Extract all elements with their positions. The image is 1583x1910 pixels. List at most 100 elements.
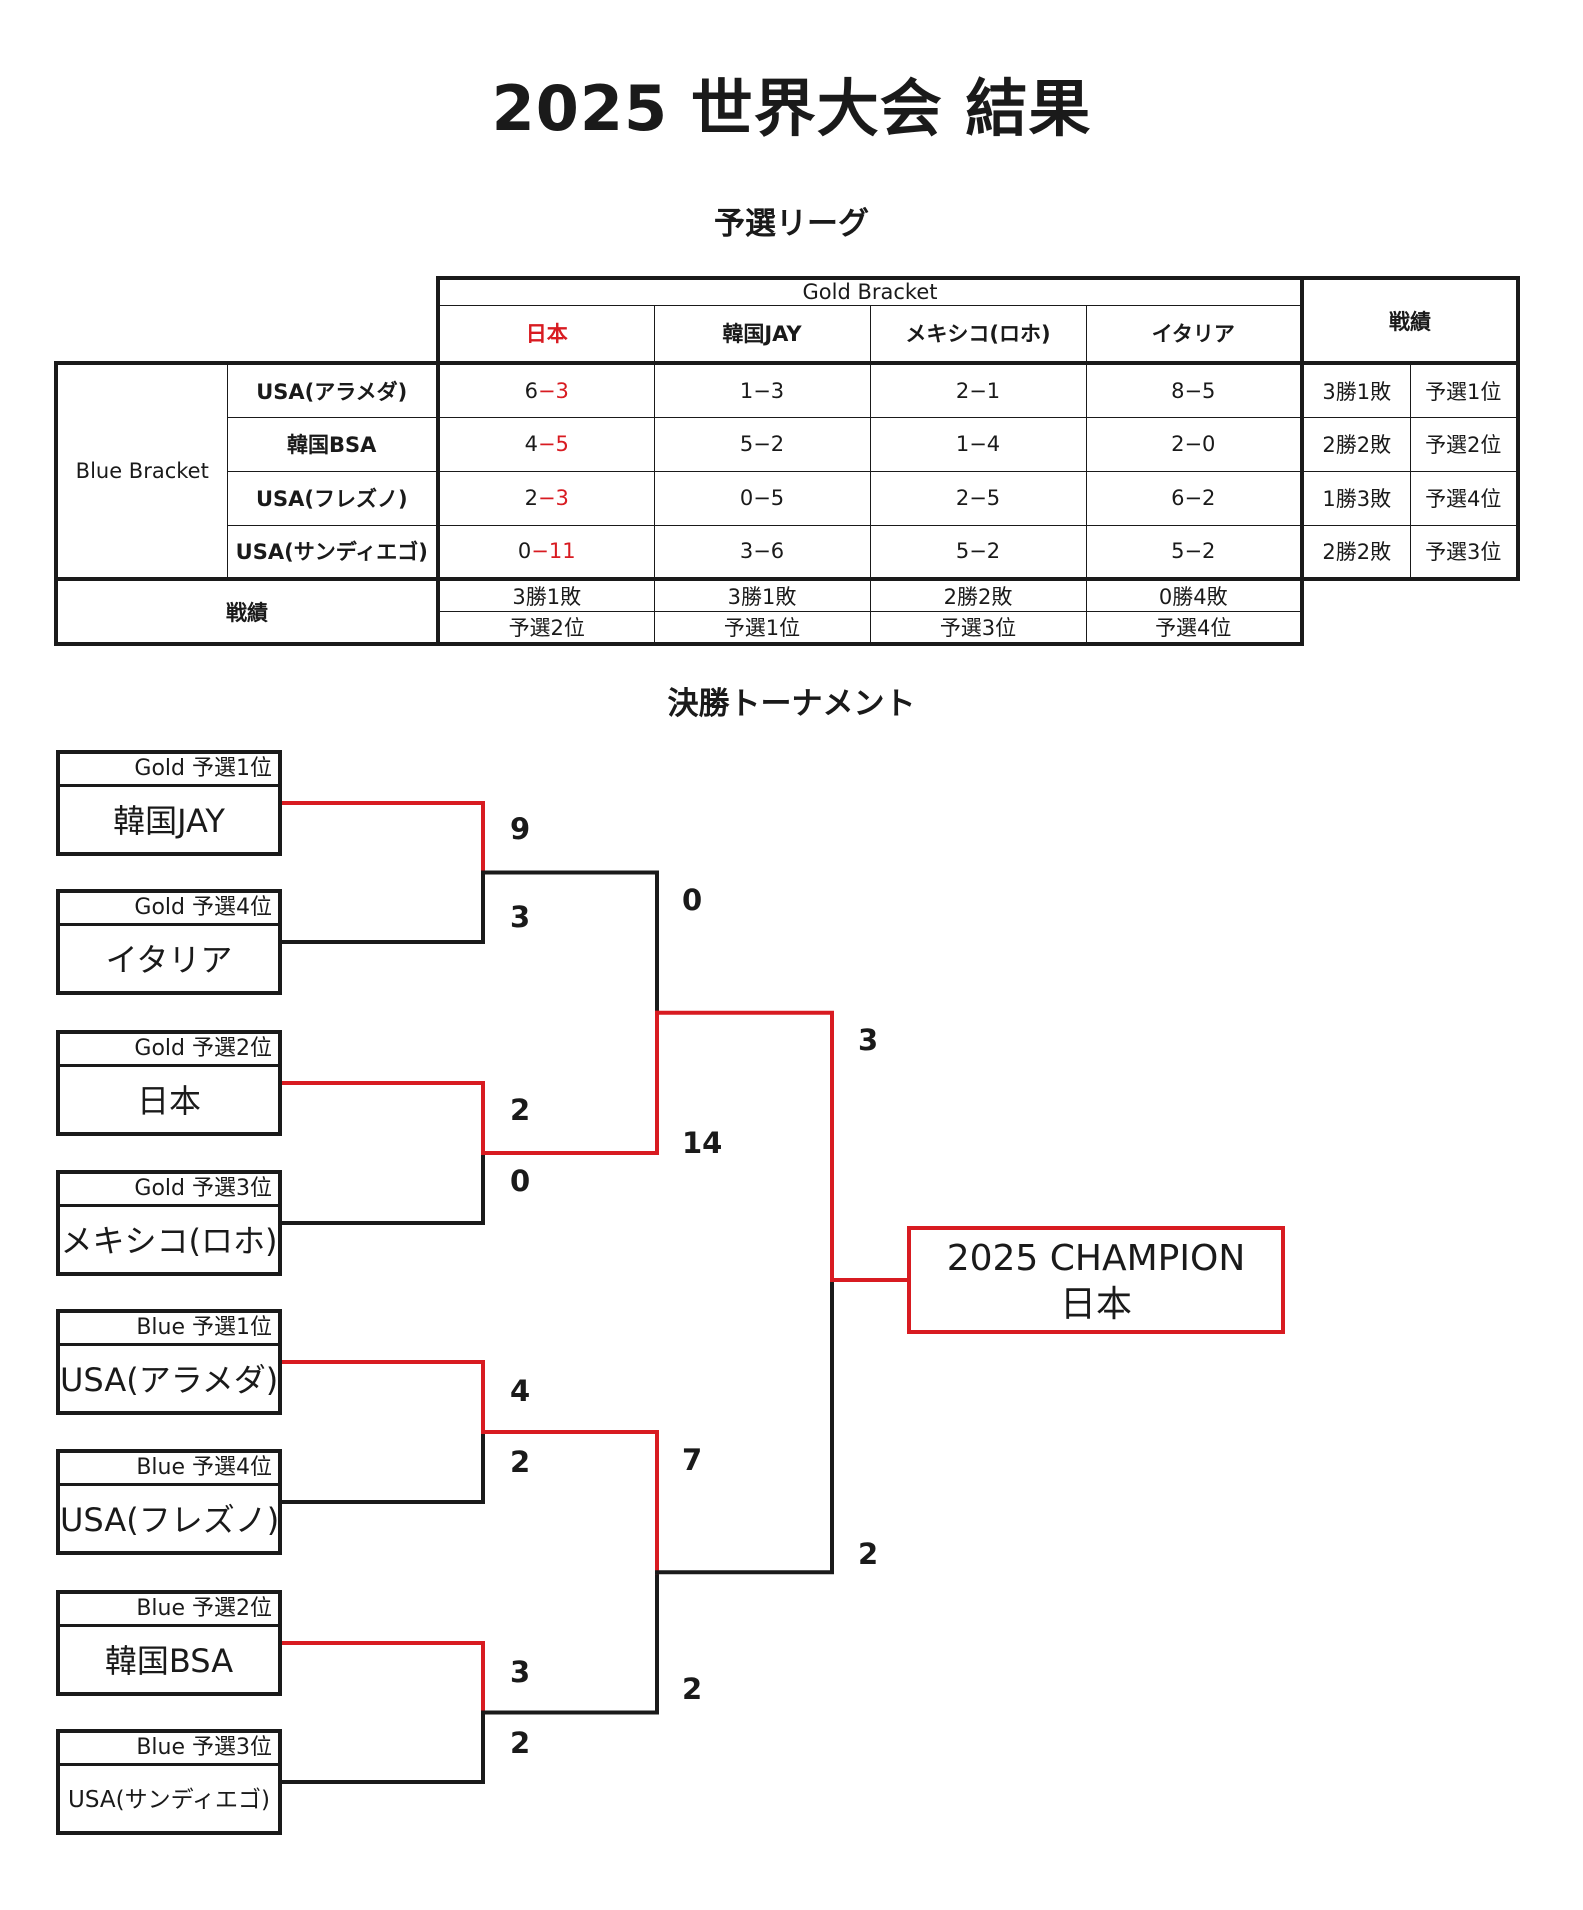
bracket-line bbox=[280, 1151, 485, 1225]
round1-score: 2 bbox=[510, 1726, 531, 1760]
bracket-line bbox=[481, 1570, 659, 1715]
round2-score: 7 bbox=[682, 1443, 703, 1477]
match-score: 2−0 bbox=[1085, 416, 1303, 472]
gold-score: 4 bbox=[986, 432, 1001, 456]
team-name: メキシコ(ロホ) bbox=[60, 1222, 278, 1260]
match-score: 4−5 bbox=[436, 416, 655, 472]
seed-label: Gold 予選2位 bbox=[60, 1034, 278, 1067]
gold-score: 3 bbox=[555, 486, 569, 510]
team-name: 日本 bbox=[136, 1082, 201, 1120]
seed-label: Gold 予選4位 bbox=[60, 893, 278, 926]
score-dash: − bbox=[537, 432, 556, 456]
blue-score: 2 bbox=[524, 486, 538, 510]
match-score: 0−11 bbox=[436, 524, 655, 581]
seed-label: Gold 予選1位 bbox=[60, 754, 278, 787]
gold-score: 2 bbox=[1202, 486, 1216, 510]
score-dash: − bbox=[531, 539, 549, 564]
team-name: USA(アラメダ) bbox=[60, 1361, 278, 1399]
match-score: 5−2 bbox=[869, 524, 1087, 581]
score-dash: − bbox=[753, 486, 771, 510]
round2-score: 14 bbox=[682, 1126, 723, 1160]
gold-score: 0 bbox=[1202, 432, 1216, 456]
round1-score: 9 bbox=[510, 812, 531, 846]
bracket-line bbox=[481, 870, 659, 1015]
blue-score: 4 bbox=[524, 432, 538, 456]
score-dash: − bbox=[1184, 486, 1203, 510]
league-table: Gold Bracket 戦績 日本 韓国JAY メキシコ(ロホ) イタリア B… bbox=[54, 276, 1520, 646]
gold-score: 5 bbox=[770, 486, 785, 510]
team-name: USA(フレズノ) bbox=[60, 1501, 278, 1539]
match-score: 2−5 bbox=[869, 470, 1087, 526]
winner-line bbox=[280, 801, 485, 875]
final-score: 2 bbox=[858, 1537, 879, 1571]
match-score: 6−3 bbox=[436, 361, 655, 418]
round1-score: 0 bbox=[510, 1164, 531, 1198]
blue-score: 1 bbox=[739, 378, 754, 403]
gold-score: 3 bbox=[770, 378, 785, 403]
seed-label: Blue 予選4位 bbox=[60, 1453, 278, 1486]
blue-score: 2 bbox=[955, 486, 970, 510]
gold-score: 1 bbox=[986, 378, 1001, 403]
match-score: 1−3 bbox=[653, 361, 871, 418]
gold-score: 6 bbox=[770, 539, 785, 564]
round1-score: 2 bbox=[510, 1093, 531, 1127]
gold-score: 2 bbox=[986, 539, 1001, 564]
champion-team: 日本 bbox=[1059, 1284, 1132, 1325]
score-dash: − bbox=[753, 539, 771, 564]
match-score: 5−2 bbox=[653, 416, 871, 472]
blue-score: 5 bbox=[739, 432, 754, 456]
blue-team-name: 韓国BSA bbox=[226, 416, 439, 472]
blue-rank: 予選4位 bbox=[1409, 470, 1520, 526]
champion-box: 2025 CHAMPION 日本 bbox=[907, 1226, 1285, 1334]
winner-line bbox=[481, 1010, 659, 1155]
winner-line bbox=[280, 1081, 485, 1155]
gold-score: 2 bbox=[770, 432, 785, 456]
bracket-line bbox=[280, 1710, 485, 1784]
blue-score: 3 bbox=[739, 539, 754, 564]
gold-score: 5 bbox=[986, 486, 1001, 510]
blue-score: 6 bbox=[1171, 486, 1185, 510]
blue-score: 2 bbox=[1171, 432, 1185, 456]
team-name: 韓国BSA bbox=[104, 1642, 234, 1680]
blue-team-name: USA(アラメダ) bbox=[226, 361, 439, 418]
score-dash: − bbox=[1184, 378, 1203, 403]
gold-record: 0勝4敗 bbox=[1085, 577, 1304, 612]
gold-record-label: 戦績 bbox=[54, 577, 439, 646]
score-dash: − bbox=[969, 539, 987, 564]
gold-team-header: イタリア bbox=[1085, 304, 1303, 365]
blue-rank: 予選3位 bbox=[1409, 524, 1520, 581]
gold-score: 3 bbox=[555, 378, 569, 403]
score-dash: − bbox=[1184, 432, 1203, 456]
round1-score: 3 bbox=[510, 900, 531, 934]
gold-rank: 予選4位 bbox=[1085, 611, 1304, 646]
bracket-line bbox=[280, 1430, 485, 1504]
blue-rank: 予選2位 bbox=[1409, 416, 1520, 472]
gold-score: 11 bbox=[548, 539, 576, 564]
blue-team-name: USA(サンディエゴ) bbox=[226, 524, 439, 581]
gold-team-header: メキシコ(ロホ) bbox=[869, 304, 1087, 365]
gold-score: 2 bbox=[1202, 539, 1216, 564]
team-name: 韓国JAY bbox=[113, 802, 225, 840]
seed-label: Blue 予選2位 bbox=[60, 1594, 278, 1627]
tournament-heading: 決勝トーナメント bbox=[667, 686, 916, 722]
blue-score: 0 bbox=[517, 539, 532, 564]
blue-team-name: USA(フレズノ) bbox=[226, 470, 439, 526]
score-dash: − bbox=[537, 486, 556, 510]
gold-score: 5 bbox=[1202, 378, 1216, 403]
champion-label: 2025 CHAMPION bbox=[946, 1238, 1246, 1279]
match-score: 3−6 bbox=[653, 524, 871, 581]
round2-score: 0 bbox=[682, 883, 703, 917]
gold-record: 3勝1敗 bbox=[653, 577, 871, 612]
match-score: 8−5 bbox=[1085, 361, 1303, 418]
blue-score: 2 bbox=[955, 378, 970, 403]
score-dash: − bbox=[969, 378, 987, 403]
bracket-line bbox=[655, 1278, 834, 1575]
team-name: イタリア bbox=[105, 941, 233, 979]
round1-score: 4 bbox=[510, 1374, 531, 1408]
page-title: 2025 世界大会 結果 bbox=[491, 72, 1092, 145]
bracket-team-box: Gold 予選2位日本 bbox=[56, 1030, 282, 1136]
score-dash: − bbox=[969, 432, 987, 456]
bracket-team-box: Gold 予選4位イタリア bbox=[56, 889, 282, 995]
